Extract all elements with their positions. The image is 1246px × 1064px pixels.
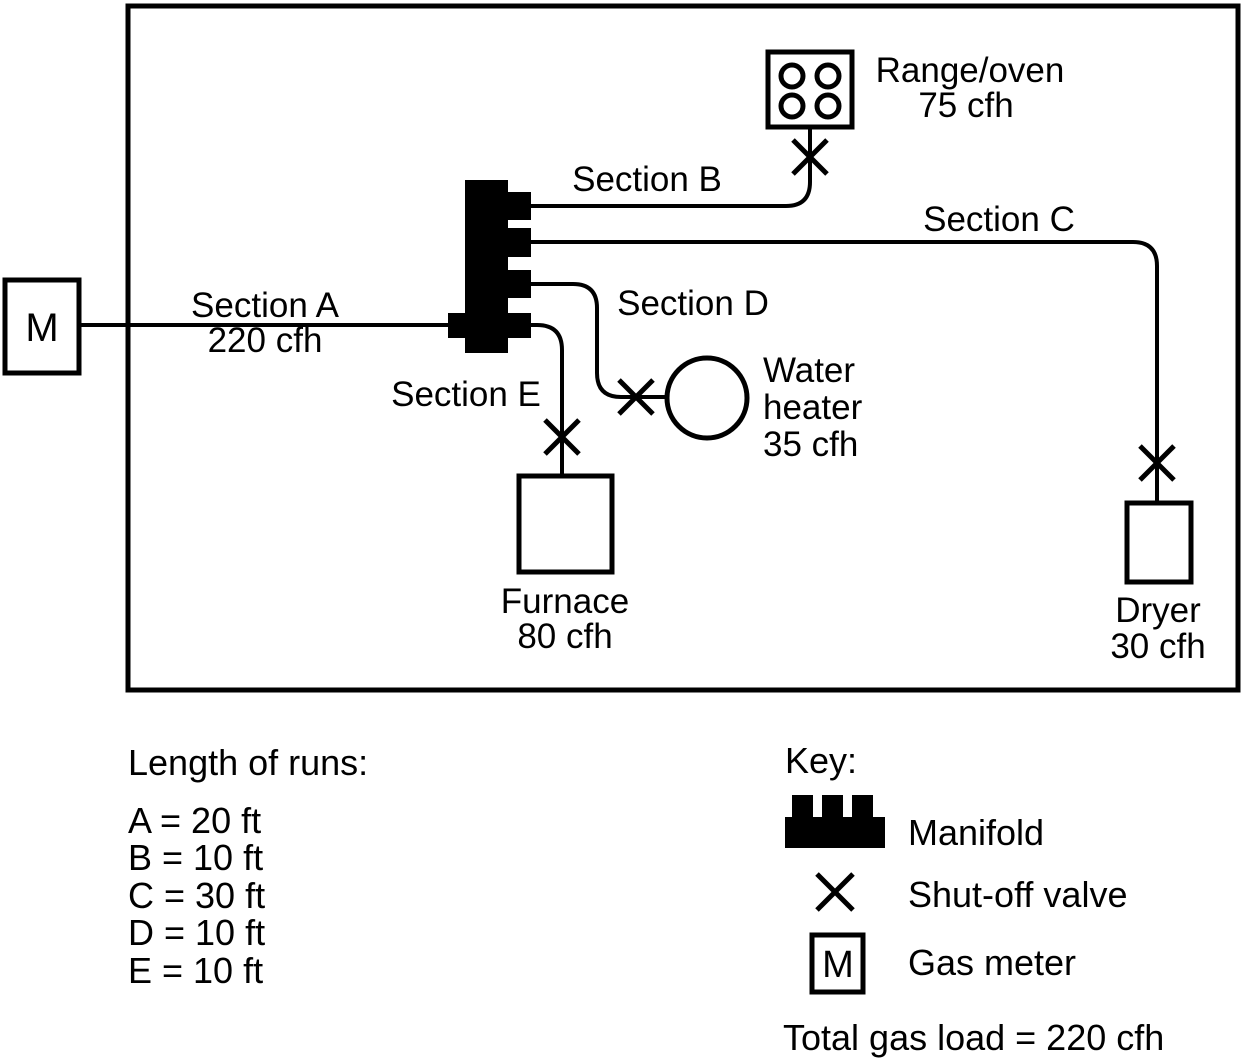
key-gas-meter-symbol: M xyxy=(822,944,854,986)
key-title: Key: xyxy=(785,740,857,781)
length-item-a: A = 20 ft xyxy=(128,800,261,841)
key-manifold-label: Manifold xyxy=(908,812,1044,853)
length-item-d: D = 10 ft xyxy=(128,912,265,953)
manifold-inlet-bar xyxy=(448,313,531,338)
key-manifold-bar xyxy=(785,817,885,848)
manifold-outlet-b xyxy=(508,192,531,220)
length-item-b: B = 10 ft xyxy=(128,837,263,878)
furnace-label: Furnace xyxy=(501,582,629,621)
key-gas-meter-box xyxy=(809,932,866,995)
section-a-flow: 220 cfh xyxy=(208,321,323,360)
lengths-title: Length of runs: xyxy=(128,742,368,783)
range-oven-flow: 75 cfh xyxy=(918,86,1013,125)
water-heater-label-line1: Water xyxy=(763,351,855,390)
range-oven-box xyxy=(765,49,855,130)
pipe-section-b xyxy=(531,127,812,208)
pipe-section-c xyxy=(531,240,1159,503)
burner-icon xyxy=(778,92,806,120)
key-gas-meter-icon: M xyxy=(809,932,866,995)
shutoff-valve-icon-dryer xyxy=(1138,444,1176,482)
burner-icon xyxy=(814,92,842,120)
key-valve-label: Shut-off valve xyxy=(908,874,1127,915)
section-e-label: Section E xyxy=(391,375,541,414)
key-shutoff-valve-icon xyxy=(815,872,855,912)
water-heater-flow: 35 cfh xyxy=(763,425,858,464)
total-gas-load-label: Total gas load = 220 cfh xyxy=(783,1017,1164,1058)
dryer-label: Dryer xyxy=(1115,591,1201,630)
key-manifold-icon xyxy=(785,795,885,848)
key-meter-label: Gas meter xyxy=(908,942,1076,983)
building-outline xyxy=(125,3,1241,693)
pipe-section-e xyxy=(531,323,564,476)
key-manifold-tooth xyxy=(852,795,873,817)
burner-icon xyxy=(814,62,842,90)
dryer-icon xyxy=(1124,500,1194,585)
shutoff-valve-icon-water-heater xyxy=(617,378,655,416)
manifold-icon xyxy=(448,180,531,353)
shutoff-valve-icon-furnace xyxy=(543,418,581,456)
length-item-c: C = 30 ft xyxy=(128,875,265,916)
section-a-label: Section A xyxy=(191,286,340,325)
gas-meter-symbol-label: M xyxy=(25,306,58,350)
shutoff-valve-icon-range xyxy=(791,138,829,176)
range-oven-icon xyxy=(765,49,855,130)
section-c-label: Section C xyxy=(923,200,1075,239)
manifold-outlet-d xyxy=(508,270,531,298)
pipe-section-d xyxy=(531,282,668,399)
section-d-label: Section D xyxy=(617,284,769,323)
key-block: Key: Manifold Shut-off valve M Gas meter xyxy=(783,740,1164,1058)
length-of-runs-block: Length of runs: A = 20 ft B = 10 ft C = … xyxy=(128,742,368,991)
key-manifold-tooth xyxy=(822,795,843,817)
gas-meter: M xyxy=(2,277,82,376)
water-heater-label-line2: heater xyxy=(763,388,863,427)
water-heater-icon xyxy=(664,355,750,441)
furnace-flow: 80 cfh xyxy=(517,617,612,656)
manifold-outlet-c xyxy=(508,228,531,257)
dryer-flow: 30 cfh xyxy=(1110,627,1205,666)
key-manifold-tooth xyxy=(792,795,813,817)
range-oven-label: Range/oven xyxy=(876,51,1065,90)
burner-icon xyxy=(778,62,806,90)
section-b-label: Section B xyxy=(572,160,722,199)
furnace-icon xyxy=(516,473,615,575)
length-item-e: E = 10 ft xyxy=(128,950,263,991)
